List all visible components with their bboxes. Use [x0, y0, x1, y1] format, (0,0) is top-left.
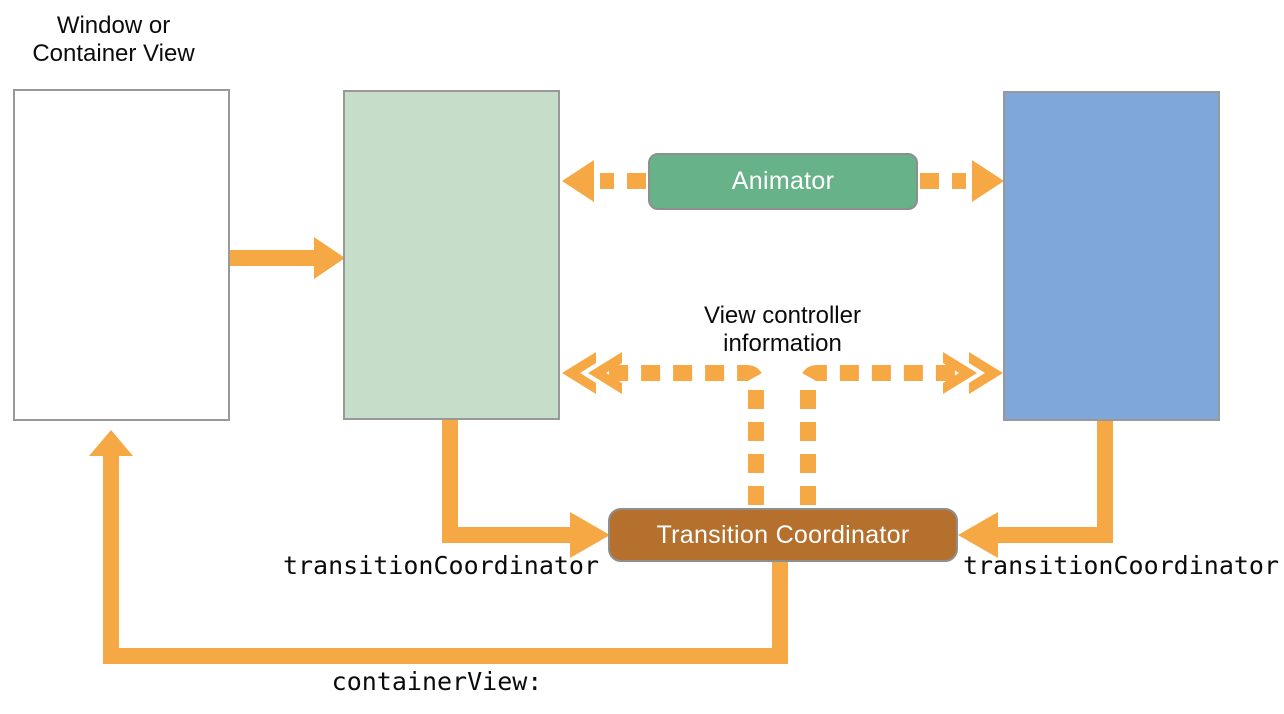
transition-coordinator-property-label-left: transitionCoordinator: [282, 551, 600, 580]
window-container-view-label: Window or Container View: [32, 12, 195, 68]
animator-label: Animator: [731, 167, 835, 195]
from-view-controller-box: [343, 90, 560, 420]
arrow-coordinator-to-window-icon: [89, 430, 788, 664]
arrow-fromview-to-coordinator-icon: [442, 420, 610, 558]
view-controller-information-label: View controller information: [704, 302, 861, 358]
arrow-window-to-fromview-icon: [230, 237, 345, 279]
arrow-animator-to-fromview-icon: [562, 160, 646, 202]
transition-coordinator-node: Transition Coordinator: [608, 508, 958, 562]
transition-coordinator-property-label-right: transitionCoordinator: [962, 551, 1280, 580]
dashed-arrows: [562, 160, 1004, 505]
solid-arrows: [89, 237, 1113, 664]
arrow-toview-to-coordinator-icon: [958, 421, 1113, 558]
arrow-info-to-toview-icon: [800, 352, 1003, 505]
to-view-controller-box: [1003, 91, 1220, 421]
container-view-property-label: containerView:: [331, 667, 543, 696]
animator-node: Animator: [648, 153, 918, 210]
window-container-view-box: [13, 89, 230, 421]
arrow-animator-to-toview-icon: [920, 160, 1004, 202]
arrow-info-to-fromview-icon: [562, 352, 764, 505]
transition-coordinator-label: Transition Coordinator: [656, 520, 910, 549]
